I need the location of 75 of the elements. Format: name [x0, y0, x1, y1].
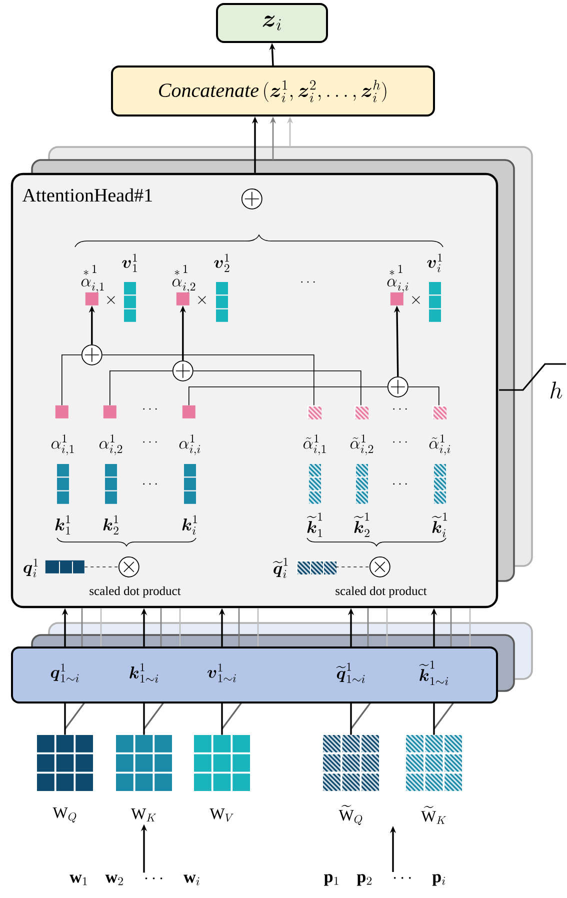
- weight-label: $\tilde{\alpha}^1_{i,2}$: [350, 434, 374, 456]
- connector-line: [84, 566, 119, 568]
- vector-label: $\widetilde{\boldsymbol{k}}^1_2$: [354, 512, 370, 538]
- matrix-label: $\mathrm{W}_Q$: [52, 807, 76, 823]
- connector-line: [469, 608, 471, 646]
- weight-label: $\overset{*}{\alpha}^1_{i,1}$: [81, 264, 104, 293]
- vector-label: $\boldsymbol{v}^1_1$: [122, 254, 137, 272]
- connector-line: [102, 354, 314, 406]
- vector-label: $\boldsymbol{q}^1_{1\sim i}$: [50, 664, 79, 682]
- sum-circle: [172, 360, 194, 382]
- matrix-label: $\mathrm{W}_V$: [210, 808, 234, 822]
- vector-label: $\boldsymbol{k}^1_{1\sim i}$: [130, 663, 158, 683]
- vector-label: $\boldsymbol{k}^1_2$: [103, 515, 118, 535]
- head-title: AttentionHead#1: [22, 188, 152, 202]
- connector-line: [81, 608, 83, 646]
- connector-line: [257, 608, 259, 646]
- sum-circle: [387, 376, 408, 398]
- sum-circle: [81, 344, 102, 366]
- multiply-sign: $\times$: [412, 296, 420, 304]
- vector-label: $\boldsymbol{v}^1_i$: [427, 254, 442, 272]
- stack-label: $h$: [550, 382, 562, 399]
- ellipsis: $\ldots$: [143, 408, 157, 410]
- connector-line: [433, 704, 435, 735]
- connector-line: [100, 608, 102, 646]
- weight-label: $\alpha^1_{i,i}$: [179, 434, 200, 456]
- connector-line: [386, 608, 388, 646]
- connector-line: [179, 608, 181, 646]
- concatenate-box: $\mathit{Concatenate}\,(\boldsymbol{z}_i^1,\boldsymbol{z}_i^2,\ldots,\boldsymbol{z}_i^h)$: [111, 66, 435, 116]
- connector-line: [408, 386, 440, 406]
- connector-line: [192, 370, 362, 406]
- vector-label: $\widetilde{\boldsymbol{k}}^1_1$: [306, 512, 322, 538]
- output-box: $\boldsymbol{z}_i$: [216, 3, 328, 43]
- ellipsis: $\ldots$: [393, 408, 407, 410]
- vector-label: $\widetilde{\boldsymbol{k}}^1_i$: [432, 512, 448, 538]
- vector-label: $\widetilde{\boldsymbol{q}}^1_i$: [272, 558, 288, 578]
- weight-label: $\tilde{\alpha}^1_{i,1}$: [303, 434, 326, 456]
- input-tokens: $\mathbf{w}_1\quad\mathbf{w}_2\quad\cdots\quad\mathbf{w}_i$: [70, 874, 200, 886]
- connector-line: [335, 566, 370, 568]
- connector-line: [450, 608, 452, 646]
- ellipsis: $\ldots$: [393, 441, 407, 443]
- vector-label: $\boldsymbol{k}^1_1$: [55, 515, 70, 535]
- weight-label: $\overset{*}{\alpha}^1_{i,i}$: [387, 264, 408, 293]
- weight-label: $\alpha^1_{i,2}$: [99, 434, 122, 456]
- connector-line: [221, 704, 223, 735]
- connector-line: [62, 354, 82, 406]
- vector-label: $\boldsymbol{q}^1_i$: [24, 558, 38, 578]
- ellipsis: $\ldots$: [143, 483, 157, 485]
- connector-line: [110, 370, 173, 406]
- connector-line: [143, 704, 145, 735]
- weight-label: $\overset{*}{\alpha}^1_{i,2}$: [172, 264, 196, 293]
- matrix-label: $\widetilde{\mathrm{W}}_K$: [421, 806, 446, 824]
- matrix-label: $\mathrm{W}_K$: [131, 808, 156, 822]
- connector-line: [367, 608, 369, 646]
- vector-label: $\boldsymbol{k}^1_i$: [182, 515, 198, 535]
- input-tokens: $\mathbf{p}_1\quad\mathbf{p}_2\quad\cdots\quad\mathbf{p}_i$: [324, 874, 446, 886]
- connector-line: [64, 704, 66, 735]
- vector-label: $\boldsymbol{v}^1_2$: [214, 254, 230, 272]
- ellipsis: $\ldots$: [393, 483, 407, 485]
- connector-line: [350, 704, 352, 735]
- connector-line: [238, 608, 240, 646]
- ellipsis: $\ldots$: [301, 281, 315, 283]
- vector-label: $\widetilde{\boldsymbol{q}}^1_{1\sim i}$: [336, 662, 365, 684]
- connector-line: [160, 608, 162, 646]
- sum-circle: [241, 188, 262, 210]
- multiply-sign: $\times$: [198, 296, 206, 304]
- matrix-label: $\widetilde{\mathrm{W}}_Q$: [338, 804, 362, 826]
- multiply-sign: $\times$: [107, 296, 115, 304]
- operation-label: scaled dot product: [336, 586, 427, 598]
- weight-label: $\tilde{\alpha}^1_{i,i}$: [429, 434, 450, 456]
- vector-label: $\boldsymbol{v}^1_{1\sim i}$: [208, 664, 236, 682]
- weight-label: $\alpha^1_{i,1}$: [51, 434, 74, 456]
- operation-label: scaled dot product: [90, 586, 181, 598]
- ellipsis: $\ldots$: [143, 441, 157, 443]
- connector-line: [188, 386, 388, 406]
- vector-label: $\widetilde{\boldsymbol{k}}^1_{1\sim i}$: [419, 660, 448, 686]
